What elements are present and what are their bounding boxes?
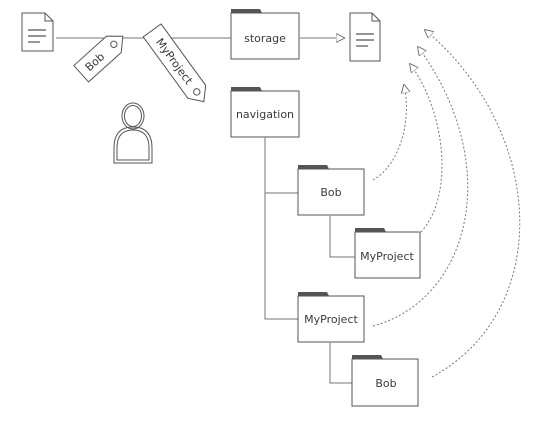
folder-myproject-bob-label: Bob — [375, 377, 396, 390]
folder-bob-label: Bob — [320, 186, 341, 199]
link-arrow-myproject — [372, 47, 469, 327]
folder-storage-label: storage — [244, 32, 286, 45]
tag-myproject: MyProject — [142, 23, 207, 103]
folder-bob: Bob — [297, 165, 365, 216]
tree-connector — [329, 216, 355, 258]
folder-bob-myproject: MyProject — [354, 228, 421, 279]
folder-bob-myproject-label: MyProject — [360, 250, 414, 263]
tree-connector — [264, 137, 298, 320]
stored-document-icon — [349, 12, 381, 62]
link-arrow-myproject-bob — [425, 30, 521, 378]
source-document-icon — [21, 12, 54, 52]
folder-navigation: navigation — [230, 87, 300, 138]
folder-myproject-label: MyProject — [304, 313, 358, 326]
folder-myproject: MyProject — [297, 292, 365, 343]
link-arrow-bob — [372, 85, 406, 181]
tree-connector — [329, 343, 352, 384]
user-icon — [113, 102, 153, 164]
folder-navigation-label: navigation — [236, 108, 294, 121]
tag-bob: Bob — [73, 35, 124, 83]
folder-storage: storage — [230, 9, 300, 60]
folder-myproject-bob: Bob — [351, 355, 419, 407]
link-arrow-bob-myproject — [410, 64, 443, 233]
